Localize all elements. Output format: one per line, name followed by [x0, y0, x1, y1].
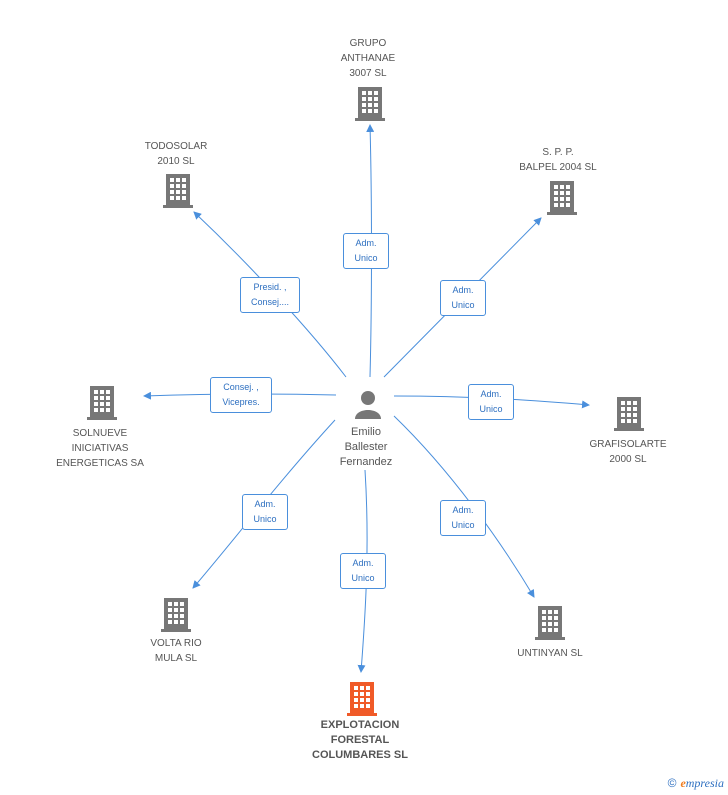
building-icon-untinyan[interactable] [535, 606, 565, 640]
relation-badge-explotacion-forestal[interactable]: Adm. Unico [340, 553, 386, 589]
node-label-spp-balpel[interactable]: S. P. P. BALPEL 2004 SL [519, 147, 597, 173]
center-person-label[interactable]: Emilio Ballester Fernandez [339, 426, 393, 468]
node-label-grafisolarte[interactable]: GRAFISOLARTE 2000 SL [589, 439, 667, 465]
relation-badge-untinyan[interactable]: Adm. Unico [440, 500, 486, 536]
building-icon-explotacion-forestal[interactable] [347, 682, 377, 716]
footer-brand: ©empresia [668, 776, 724, 791]
building-icon-volta-rio[interactable] [161, 598, 191, 632]
building-icon-grupo-anthanae[interactable] [355, 87, 385, 121]
node-label-solnueve[interactable]: SOLNUEVE INICIATIVAS ENERGETICAS SA [56, 428, 144, 469]
building-icon-grafisolarte[interactable] [614, 397, 644, 431]
node-label-grupo-anthanae[interactable]: GRUPO ANTHANAE 3007 SL [340, 38, 396, 79]
building-icon-todosolar[interactable] [163, 174, 193, 208]
node-label-volta-rio[interactable]: VOLTA RIO MULA SL [150, 638, 202, 664]
building-icon-solnueve[interactable] [87, 386, 117, 420]
brand-logo-text: mpresia [685, 776, 724, 790]
relation-badge-solnueve[interactable]: Consej. , Vicepres. [210, 377, 272, 413]
relation-badge-todosolar[interactable]: Presid. , Consej.... [240, 277, 300, 313]
node-label-todosolar[interactable]: TODOSOLAR 2010 SL [144, 141, 208, 167]
person-icon [355, 391, 381, 419]
relation-badge-volta-rio[interactable]: Adm. Unico [242, 494, 288, 530]
copyright-icon: © [667, 776, 677, 790]
node-label-untinyan[interactable]: UNTINYAN SL [517, 648, 583, 659]
brand-logo-e: e [680, 776, 686, 790]
relation-badge-grafisolarte[interactable]: Adm. Unico [468, 384, 514, 420]
relation-badge-grupo-anthanae[interactable]: Adm. Unico [343, 233, 389, 269]
building-icon-spp-balpel[interactable] [547, 181, 577, 215]
relation-badge-spp-balpel[interactable]: Adm. Unico [440, 280, 486, 316]
node-label-explotacion-forestal[interactable]: EXPLOTACION FORESTAL COLUMBARES SL [312, 719, 408, 761]
